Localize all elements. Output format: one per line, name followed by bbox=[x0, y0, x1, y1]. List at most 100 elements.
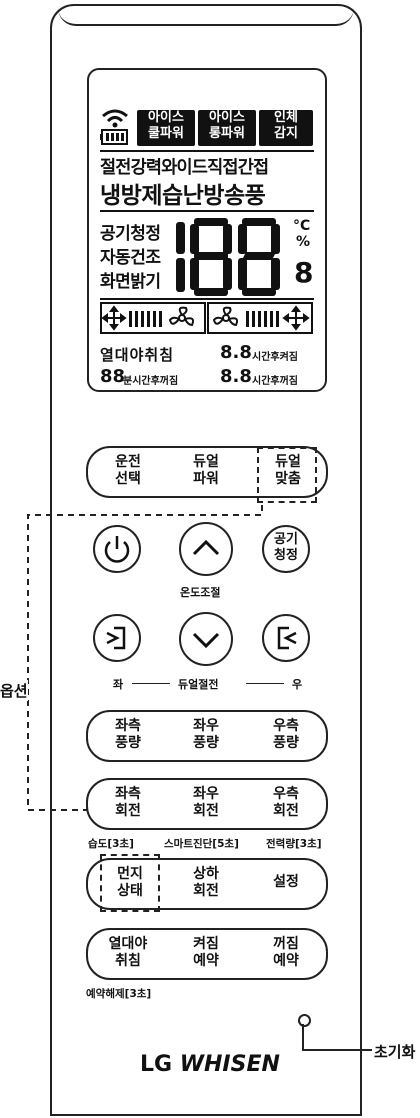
remote-top-cap bbox=[58, 8, 354, 26]
brand-model: WHISEN bbox=[179, 1052, 280, 1077]
dual-fit-line2: 맞춤 bbox=[275, 471, 301, 487]
on-timer-digits: 8.8 bbox=[220, 342, 252, 363]
dual-power-line1: 듀얼 bbox=[193, 454, 219, 470]
lcd-mode-row-1: 절전강력와이드직접간접 bbox=[100, 158, 269, 178]
tropical-line2: 취침 bbox=[115, 953, 141, 969]
battery-icon bbox=[100, 129, 128, 145]
left-wind-button[interactable]: 좌측 풍량 bbox=[98, 718, 158, 752]
dust-highlight bbox=[100, 854, 160, 912]
human-detect-line2: 감지 bbox=[274, 126, 298, 141]
dual-fit-button[interactable]: 듀얼 맞춤 bbox=[262, 454, 314, 488]
reset-label: 초기화 bbox=[374, 1043, 416, 1061]
both-rotation-button[interactable]: 좌우 회전 bbox=[176, 786, 236, 820]
both-wind-line2: 풍량 bbox=[193, 735, 219, 751]
right-wind-line1: 우측 bbox=[273, 718, 299, 734]
on-timer-line2: 예약 bbox=[193, 953, 219, 969]
on-timer-line1: 켜짐 bbox=[193, 936, 219, 952]
mode-select-button[interactable]: 운전 선택 bbox=[98, 454, 158, 488]
button-row-wind bbox=[86, 710, 328, 762]
right-rotation-button[interactable]: 우측 회전 bbox=[256, 786, 316, 820]
settings-button[interactable]: 설정 bbox=[273, 874, 299, 890]
lcd-divider bbox=[100, 150, 314, 152]
dual-power-button[interactable]: 듀얼 파워 bbox=[176, 454, 236, 488]
dust-status-button[interactable]: 먼지 상태 bbox=[102, 866, 158, 900]
updown-rotation-button[interactable]: 상하 회전 bbox=[176, 866, 236, 900]
unit-percent: % bbox=[296, 234, 311, 250]
ice-cool-power-indicator: 아이스 쿨파워 bbox=[137, 110, 195, 146]
options-bracket bbox=[27, 505, 263, 811]
mode-select-line1: 운전 bbox=[115, 454, 141, 470]
tropical-line1: 열대야 bbox=[108, 936, 148, 952]
temp-down-button[interactable] bbox=[179, 612, 233, 666]
on-timer-button[interactable]: 켜짐 예약 bbox=[176, 936, 236, 970]
reset-pinhole[interactable] bbox=[298, 1014, 311, 1027]
left-rotation-button[interactable]: 좌측 회전 bbox=[98, 786, 158, 820]
dual-fit-highlight bbox=[257, 447, 317, 503]
ice-long-power-indicator: 아이스 롱파워 bbox=[198, 110, 256, 146]
big-digits bbox=[176, 218, 280, 296]
lcd-mode-row-2: 냉방제습난방송풍 bbox=[100, 183, 266, 209]
lcd-display bbox=[87, 68, 327, 392]
human-detect-line1: 인체 bbox=[274, 110, 298, 125]
brand-logo: LG WHISEN bbox=[140, 1052, 280, 1077]
both-rot-line2: 회전 bbox=[193, 803, 219, 819]
fan-speed-row bbox=[100, 302, 313, 334]
mode-select-line2: 선택 bbox=[115, 471, 141, 487]
air-clean-line1: 공기 bbox=[274, 532, 298, 547]
humidity-hint: 습도[3초] bbox=[88, 838, 134, 850]
power-button[interactable] bbox=[93, 525, 141, 573]
updown-line1: 상하 bbox=[193, 866, 219, 882]
chevron-down-icon bbox=[192, 632, 220, 649]
dust-line2: 상태 bbox=[117, 883, 143, 899]
minute-digits: 88 bbox=[100, 366, 126, 387]
on-timer-suffix: 시간후켜짐 bbox=[252, 352, 298, 363]
lcd-divider-3 bbox=[100, 298, 314, 300]
left-wind-line2: 풍량 bbox=[115, 735, 141, 751]
minute-suffix: 분시간후꺼짐 bbox=[123, 376, 179, 387]
reset-pointer-line bbox=[302, 1024, 372, 1051]
unit-celsius: °C bbox=[293, 218, 311, 234]
cancel-reservation-hint: 예약해제[3초] bbox=[86, 988, 152, 1000]
lcd-left-labels: 공기청정 자동건조 화면밝기 bbox=[100, 222, 161, 294]
button-row-settings bbox=[86, 858, 328, 910]
wifi-icon bbox=[102, 109, 128, 128]
left-rot-line1: 좌측 bbox=[115, 786, 141, 802]
left-direction-button[interactable] bbox=[93, 614, 141, 662]
right-rot-line2: 회전 bbox=[273, 803, 299, 819]
air-clean-label: 공기청정 bbox=[100, 224, 161, 244]
human-detect-indicator: 인체 감지 bbox=[259, 110, 313, 146]
temp-control-label: 온도조절 bbox=[180, 586, 221, 599]
power-icon bbox=[104, 536, 130, 563]
button-row-rotation bbox=[86, 778, 328, 830]
options-label: 옵션 bbox=[0, 680, 28, 701]
right-wind-icon bbox=[277, 626, 297, 650]
off-timer-line1: 꺼짐 bbox=[273, 936, 299, 952]
right-wind-line2: 풍량 bbox=[273, 735, 299, 751]
dust-line1: 먼지 bbox=[117, 866, 143, 882]
both-rot-line1: 좌우 bbox=[193, 786, 219, 802]
auto-dry-label: 자동건조 bbox=[100, 248, 161, 268]
ice-long-line2: 롱파워 bbox=[209, 126, 245, 141]
tropical-sleep-button[interactable]: 열대야 취침 bbox=[98, 936, 158, 970]
right-direction-button[interactable] bbox=[262, 614, 310, 662]
ice-long-line1: 아이스 bbox=[209, 110, 245, 125]
tropical-night-label: 열대야취침 bbox=[100, 346, 175, 364]
temp-up-button[interactable] bbox=[179, 522, 233, 576]
both-wind-button[interactable]: 좌우 풍량 bbox=[176, 718, 236, 752]
left-dash bbox=[132, 683, 170, 684]
updown-line2: 회전 bbox=[193, 883, 219, 899]
air-clean-line2: 청정 bbox=[274, 548, 298, 563]
button-row-timer bbox=[86, 928, 328, 980]
dual-power-line2: 파워 bbox=[193, 471, 219, 487]
off-timer-button[interactable]: 꺼짐 예약 bbox=[256, 936, 316, 970]
right-wind-button[interactable]: 우측 풍량 bbox=[256, 718, 316, 752]
dual-saving-label: 듀얼절전 bbox=[178, 678, 219, 691]
left-label: 좌 bbox=[113, 678, 124, 691]
lcd-divider-2 bbox=[100, 210, 314, 212]
left-rot-line2: 회전 bbox=[115, 803, 141, 819]
air-clean-button[interactable]: 공기 청정 bbox=[262, 525, 310, 573]
dual-fit-line1: 듀얼 bbox=[275, 454, 301, 470]
fan-icon-right bbox=[212, 306, 239, 327]
right-label: 우 bbox=[292, 678, 303, 691]
button-row-1 bbox=[86, 446, 328, 498]
